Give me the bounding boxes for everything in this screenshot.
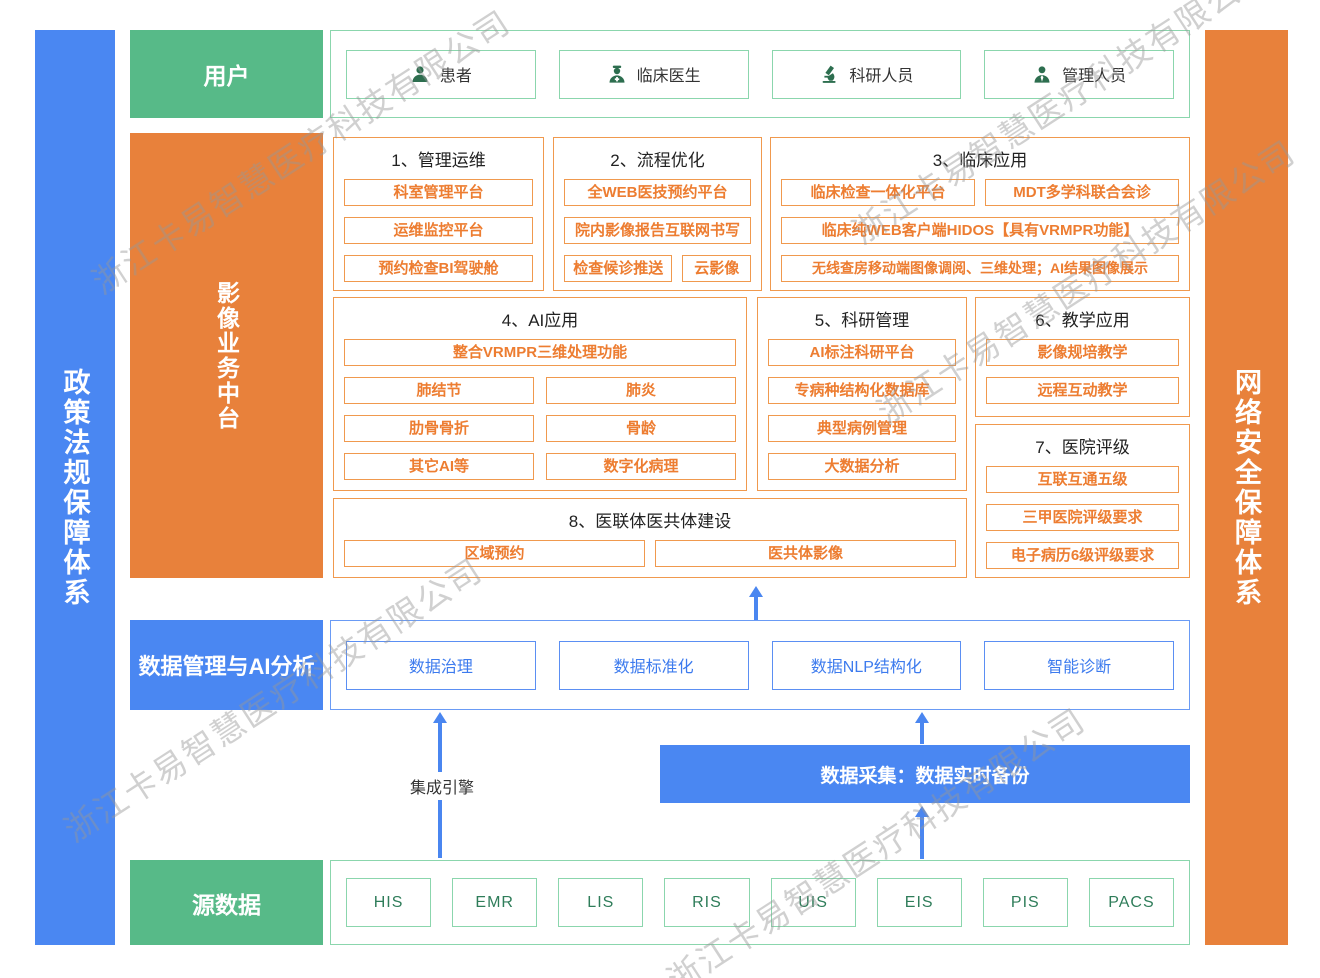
item-box: 运维监控平台	[344, 217, 533, 244]
source-row-label: 源数据	[130, 860, 323, 945]
arrow-line	[920, 723, 924, 744]
item-box: 大数据分析	[768, 453, 956, 480]
source-box: RIS	[664, 878, 750, 927]
platform-label-text: 影像业务中台	[213, 280, 240, 431]
arrow-head	[915, 806, 929, 817]
data-mgmt-label: 数据管理与AI分析	[130, 620, 323, 710]
item-box: 专病种结构化数据库	[768, 377, 956, 404]
data-box: 数据治理	[346, 640, 536, 690]
item-box: 肺结节	[344, 377, 534, 404]
doctor-icon	[609, 65, 625, 83]
arrow-line	[920, 817, 924, 859]
source-row: HIS EMR LIS RIS UIS EIS PIS PACS	[330, 860, 1190, 945]
data-box: 数据NLP结构化	[771, 640, 962, 690]
user-box-label: 科研人员	[849, 68, 914, 85]
item-box: 三甲医院评级要求	[986, 504, 1179, 531]
user-box-patient: 患者	[346, 49, 536, 99]
item-box: 云影像	[682, 255, 751, 282]
source-box: HIS	[346, 878, 432, 927]
section-process-optimization: 2、流程优化 全WEB医技预约平台 院内影像报告互联网书写 检查候诊推送 云影像	[553, 137, 762, 291]
item-box: 互联互通五级	[986, 466, 1179, 493]
integration-engine-label: 集成引擎	[398, 772, 486, 800]
item-box: 临床纯WEB客户端HIDOS【具有VRMPR功能】	[781, 217, 1179, 244]
section-ai-application: 4、AI应用 整合VRMPR三维处理功能 肺结节 肺炎 肋骨骨折 骨龄 其它AI…	[333, 297, 747, 491]
item-box: MDT多学科联合会诊	[985, 179, 1179, 206]
item-box: 科室管理平台	[344, 179, 533, 206]
item-box: 肺炎	[546, 377, 736, 404]
item-box: 典型病例管理	[768, 415, 956, 442]
item-box: 骨龄	[546, 415, 736, 442]
data-box: 智能诊断	[984, 640, 1174, 690]
section-title: 3、临床应用	[932, 151, 1028, 170]
section-title: 8、医联体医共体建设	[568, 512, 732, 531]
section-title: 7、医院评级	[1035, 438, 1130, 457]
source-box: PIS	[982, 878, 1068, 927]
item-box: 电子病历6级评级要求	[986, 542, 1179, 569]
section-management-ops: 1、管理运维 科室管理平台 运维监控平台 预约检查BI驾驶舱	[333, 137, 544, 291]
arrow-head	[749, 586, 763, 597]
arrow-head	[433, 712, 447, 723]
section-title: 6、教学应用	[1035, 311, 1130, 330]
item-box: 其它AI等	[344, 453, 534, 480]
user-box-clinician: 临床医生	[558, 49, 749, 99]
item-box: 全WEB医技预约平台	[564, 179, 751, 206]
item-box: AI标注科研平台	[768, 339, 956, 366]
item-box: 数字化病理	[546, 453, 736, 480]
section-title: 1、管理运维	[391, 151, 486, 170]
section-title: 2、流程优化	[610, 151, 705, 170]
item-box: 院内影像报告互联网书写	[564, 217, 751, 244]
item-box: 检查候诊推送	[564, 255, 673, 282]
item-box: 整合VRMPR三维处理功能	[344, 339, 736, 366]
item-box: 影像规培教学	[986, 339, 1179, 366]
item-box: 预约检查BI驾驶舱	[344, 255, 533, 282]
item-box: 临床检查一体化平台	[781, 179, 975, 206]
user-box-label: 患者	[439, 68, 472, 85]
section-title: 4、AI应用	[501, 311, 579, 330]
users-row: 患者 临床医生 科研人员 管理人员	[330, 30, 1190, 118]
up-arrow	[749, 586, 763, 620]
section-research-management: 5、科研管理 AI标注科研平台 专病种结构化数据库 典型病例管理 大数据分析	[757, 297, 967, 491]
up-arrow	[915, 806, 929, 859]
source-box: EIS	[876, 878, 962, 927]
item-box: 远程互动教学	[986, 377, 1179, 404]
patient-icon	[412, 66, 428, 82]
up-arrow	[915, 712, 929, 744]
policy-guarantee-bar: 政策法规保障体系	[35, 30, 115, 945]
section-teaching-application: 6、教学应用 影像规培教学 远程互动教学	[975, 297, 1190, 417]
item-box: 区域预约	[344, 540, 645, 567]
source-box: EMR	[452, 878, 538, 927]
data-collection-box: 数据采集：数据实时备份	[660, 745, 1190, 803]
item-box: 无线查房移动端图像调阅、三维处理；AI结果图像展示	[781, 255, 1179, 282]
item-box: 肋骨骨折	[344, 415, 534, 442]
user-box-label: 管理人员	[1062, 68, 1127, 85]
section-title: 5、科研管理	[814, 311, 910, 330]
platform-label: 影像业务中台	[130, 133, 323, 578]
network-security-label: 网络安全保障体系	[1231, 367, 1261, 608]
data-box: 数据标准化	[558, 640, 749, 690]
policy-guarantee-label: 政策法规保障体系	[59, 367, 90, 608]
section-medical-consortium: 8、医联体医共体建设 区域预约 医共体影像	[333, 498, 967, 578]
user-box-researcher: 科研人员	[771, 49, 962, 99]
user-box-label: 临床医生	[636, 68, 701, 85]
user-box-manager: 管理人员	[984, 49, 1174, 99]
users-row-label: 用户	[130, 30, 323, 118]
microscope-icon	[822, 65, 836, 83]
section-clinical-application: 3、临床应用 临床检查一体化平台 MDT多学科联合会诊 临床纯WEB客户端HID…	[770, 137, 1190, 291]
arrow-line	[754, 597, 758, 620]
source-box: LIS	[558, 878, 644, 927]
network-security-bar: 网络安全保障体系	[1205, 30, 1288, 945]
section-hospital-rating: 7、医院评级 互联互通五级 三甲医院评级要求 电子病历6级评级要求	[975, 424, 1190, 578]
data-mgmt-row: 数据治理 数据标准化 数据NLP结构化 智能诊断	[330, 620, 1190, 710]
arrow-head	[915, 712, 929, 723]
item-box: 医共体影像	[655, 540, 956, 567]
source-box: PACS	[1088, 878, 1174, 927]
manager-icon	[1034, 66, 1050, 83]
source-box: UIS	[770, 878, 856, 927]
